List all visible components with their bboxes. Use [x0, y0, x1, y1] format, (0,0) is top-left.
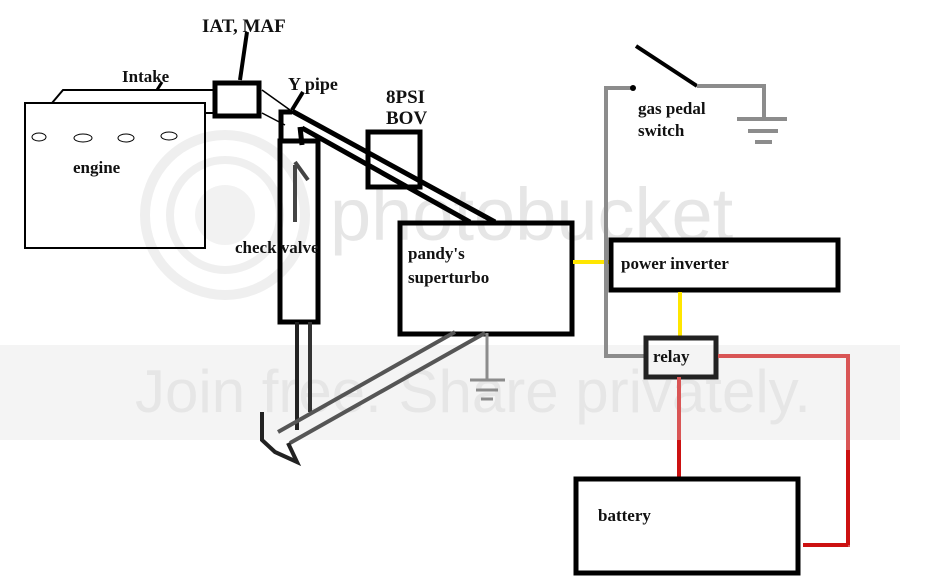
exhaust-pipe — [260, 322, 486, 467]
check-valve-label: check valve — [235, 238, 319, 257]
battery: battery — [573, 476, 801, 576]
watermark-ring-inner — [195, 185, 255, 245]
intake-pointer — [155, 81, 164, 91]
y-pipe-pointer — [290, 90, 305, 112]
bov-box — [365, 129, 423, 190]
cylinder-icon — [31, 132, 47, 142]
exhaust-diagonal-lower — [289, 331, 486, 445]
turbo-label-line1: pandy's — [408, 244, 465, 263]
intake-pipe: Intake — [51, 67, 215, 114]
cylinder-icon — [117, 133, 135, 143]
flow-arrow-head — [293, 160, 310, 182]
switch-contact — [630, 85, 636, 91]
intake-label: Intake — [122, 67, 170, 86]
inverter-box — [608, 237, 841, 293]
switch-lever-icon — [634, 44, 699, 88]
iat-maf-sensor: IAT, MAF — [202, 16, 286, 119]
gas-pedal-label-line1: gas pedal — [638, 99, 706, 118]
turbo-ground — [470, 333, 505, 401]
engine-box — [24, 102, 206, 249]
superturbo: pandy's superturbo — [397, 220, 575, 337]
cylinder-icon — [73, 133, 93, 143]
power-inverter: power inverter — [608, 237, 841, 293]
y-pipe-corner — [278, 109, 292, 140]
exhaust-tip-icon — [260, 412, 302, 467]
inverter-label: power inverter — [621, 254, 729, 273]
bov: 8PSI BOV — [365, 87, 427, 190]
iat-maf-pointer — [238, 31, 249, 81]
relay-label: relay — [653, 347, 690, 366]
iat-maf-label: IAT, MAF — [202, 16, 286, 37]
gas-pedal-switch: gas pedal switch — [604, 44, 787, 358]
exhaust-diagonal-upper — [277, 330, 456, 434]
y-pipe-upper-tube — [290, 108, 497, 225]
iat-maf-box — [212, 80, 262, 119]
bov-label-line2: BOV — [386, 108, 427, 129]
intake-line-top — [51, 89, 215, 104]
turbo-label-line2: superturbo — [408, 268, 489, 287]
switch-wire-gray — [604, 86, 648, 358]
engine-block: engine — [24, 102, 206, 249]
gas-pedal-label-line2: switch — [638, 121, 685, 140]
y-pipe-label: Y pipe — [288, 74, 338, 94]
watermark-ring-outer — [140, 130, 310, 300]
watermark-text-tagline: Join free. Share privately. — [135, 358, 811, 425]
battery-label: battery — [598, 506, 651, 525]
sensor-to-ypipe-line — [261, 89, 291, 111]
y-pipe-lower-tube — [300, 125, 472, 225]
cylinder-icon — [160, 131, 178, 141]
watermark-band — [0, 345, 900, 440]
bov-label-line1: 8PSI — [386, 87, 425, 108]
engine-label: engine — [73, 158, 121, 177]
switch-to-ground-wire — [697, 84, 766, 119]
battery-box — [573, 476, 801, 576]
y-pipe: Y pipe — [278, 74, 497, 225]
